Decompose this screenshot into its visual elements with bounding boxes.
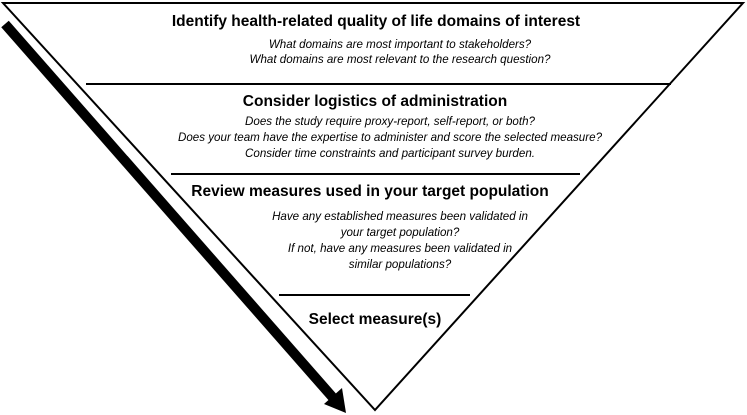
stage-2-question: Does the study require proxy-report, sel… bbox=[245, 115, 535, 128]
stage-3-question: your target population? bbox=[340, 226, 460, 239]
process-arrow-head bbox=[324, 388, 346, 413]
stage-2-heading: Consider logistics of administration bbox=[242, 93, 508, 110]
stage-3-question: Have any established measures been valid… bbox=[272, 210, 528, 223]
stage-3-heading: Review measures used in your target popu… bbox=[191, 183, 549, 200]
stage-4-heading: Select measure(s) bbox=[308, 311, 442, 328]
stage-2-question: Consider time constraints and participan… bbox=[245, 147, 535, 160]
stage-1-question: What domains are most important to stake… bbox=[268, 38, 532, 51]
stage-1-heading: Identify health-related quality of life … bbox=[171, 13, 581, 30]
stage-3-question: similar populations? bbox=[348, 258, 452, 271]
process-arrow-shaft bbox=[1, 20, 339, 404]
stage-1-question: What domains are most relevant to the re… bbox=[249, 53, 551, 66]
stage-2-question: Does your team have the expertise to adm… bbox=[177, 131, 603, 144]
stage-3-question: If not, have any measures been validated… bbox=[287, 242, 513, 255]
